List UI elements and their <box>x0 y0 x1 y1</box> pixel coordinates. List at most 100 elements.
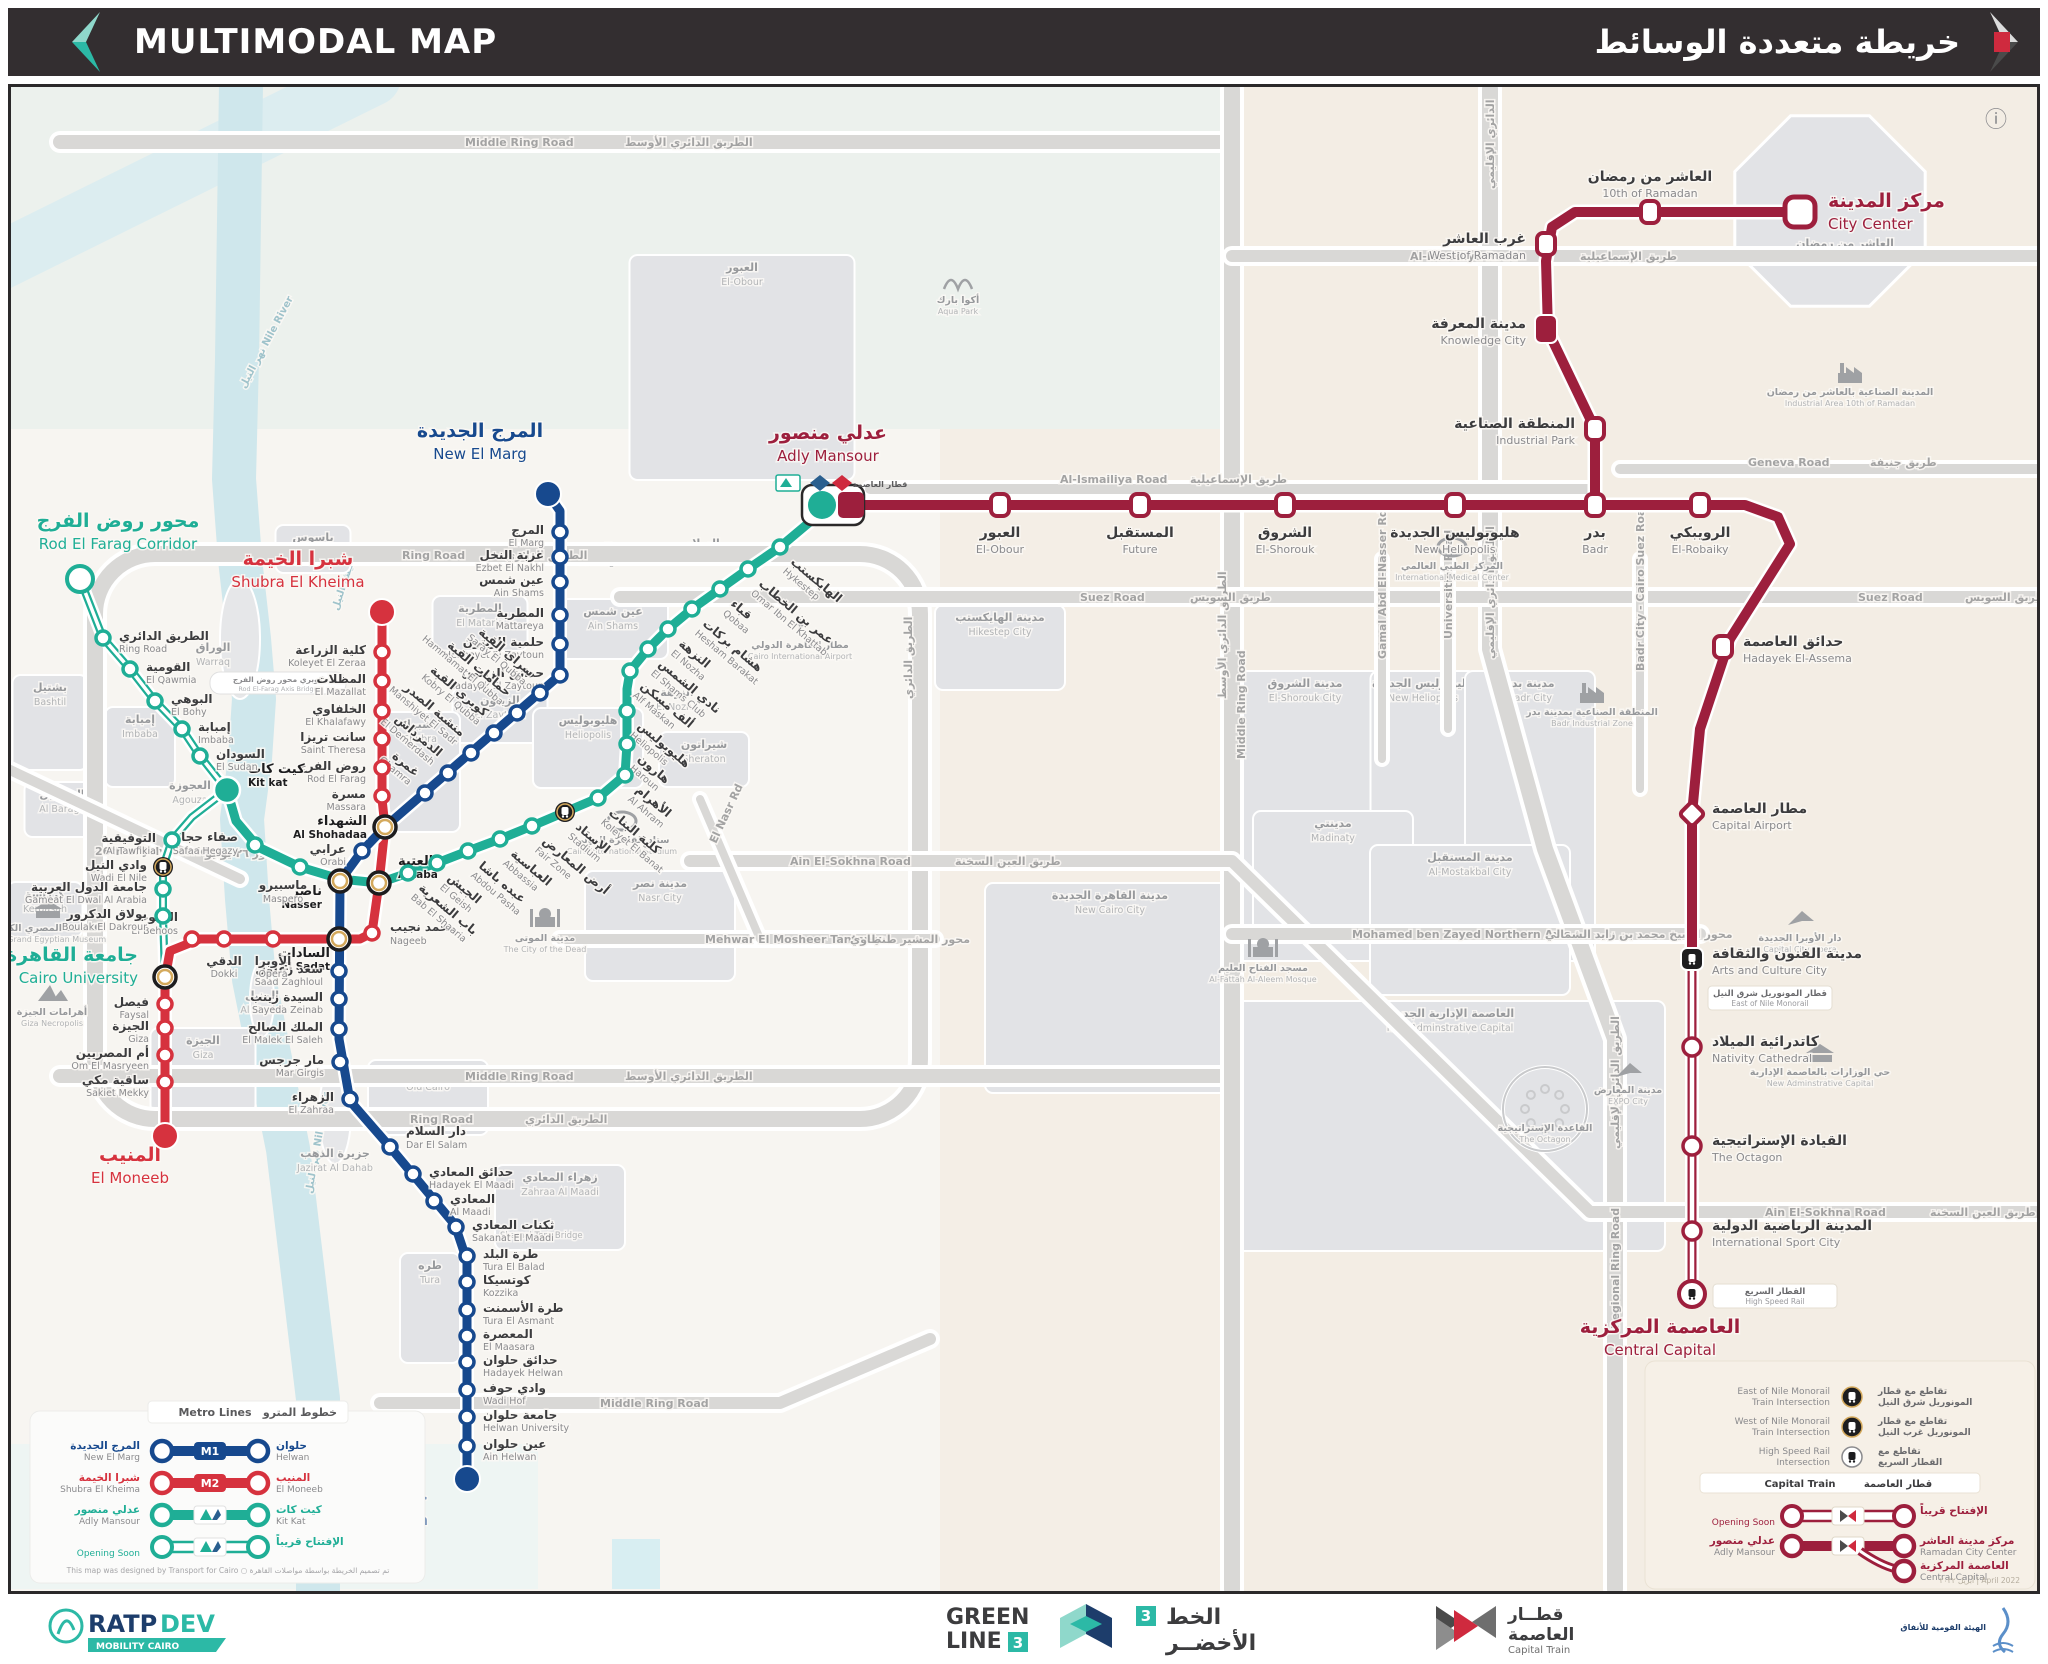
station-nativity-cathedral[interactable] <box>1681 1036 1703 1058</box>
station-helwan[interactable] <box>453 1465 481 1493</box>
station-badr[interactable] <box>1584 492 1606 518</box>
station-shubra-el-kheima[interactable] <box>368 598 396 626</box>
station-el-shams-club[interactable] <box>639 640 657 658</box>
station-cairo-university[interactable] <box>152 964 178 990</box>
station-kit-kat[interactable] <box>212 775 242 805</box>
station-nageeb[interactable] <box>363 924 381 942</box>
station-boulak-el-dakrour[interactable] <box>154 907 172 925</box>
station-el-maasara[interactable] <box>458 1327 476 1345</box>
station-el-zahraa[interactable] <box>341 1090 359 1108</box>
station-koleyet-el-banat[interactable] <box>589 789 607 807</box>
station-imbaba[interactable] <box>173 720 191 738</box>
station-new-heliopolis[interactable] <box>1444 492 1466 518</box>
station-mar-girgis[interactable] <box>331 1053 349 1071</box>
station-kozzika[interactable] <box>458 1273 476 1291</box>
station-adly-mansour[interactable] <box>800 483 866 527</box>
station-saint-theresa[interactable] <box>373 730 391 748</box>
station-manshiyet-el-sadr[interactable] <box>462 744 480 762</box>
station-the-octagon[interactable] <box>1681 1135 1703 1157</box>
station-el-robaiky[interactable] <box>1689 492 1711 518</box>
station-hammamat-el-qubba[interactable] <box>508 704 526 722</box>
station-stadium[interactable] <box>555 802 575 822</box>
station-wadi-el-nile[interactable] <box>153 857 173 877</box>
station-kobry-el-qubba[interactable] <box>485 724 503 742</box>
station-ain-helwan[interactable] <box>458 1437 476 1455</box>
station-el-obour[interactable] <box>989 492 1011 518</box>
station-nasser[interactable] <box>327 868 353 894</box>
station-el-malek-el-saleh[interactable] <box>330 1020 348 1038</box>
station-sakiet-mekky[interactable] <box>156 1073 174 1091</box>
station-el-marg[interactable] <box>551 523 569 541</box>
station-fair-zone[interactable] <box>523 817 541 835</box>
station-helwan-university[interactable] <box>458 1408 476 1426</box>
station-dokki[interactable] <box>215 930 233 948</box>
station-abbassia[interactable] <box>491 830 509 848</box>
station-el-geish[interactable] <box>428 854 446 872</box>
station-sakanat-el-maadi[interactable] <box>447 1218 465 1236</box>
station-gameat-el-dwal-al-arabia[interactable] <box>154 880 172 898</box>
station-ring-road[interactable] <box>94 629 112 647</box>
station-massara[interactable] <box>373 787 391 805</box>
station-el-khalafawy[interactable] <box>373 702 391 720</box>
station-el-shorouk[interactable] <box>1274 492 1296 518</box>
station-sayeda-zeinab[interactable] <box>330 990 348 1008</box>
station-ghamra[interactable] <box>416 784 434 802</box>
station-helmeyet-el-zaytoun[interactable] <box>551 635 569 653</box>
station-new-el-marg[interactable] <box>534 480 562 508</box>
station-hykestep[interactable] <box>771 538 789 556</box>
station-tura-el-balad[interactable] <box>458 1247 476 1265</box>
station-omar-ibn-el-khattab[interactable] <box>739 560 757 578</box>
station-haroun[interactable] <box>618 735 636 753</box>
station-bab-el-shaaria[interactable] <box>399 864 417 882</box>
station-el-demerdash[interactable] <box>439 764 457 782</box>
station-heliopolis[interactable] <box>618 702 636 720</box>
station-koleyet-el-zeraa[interactable] <box>373 643 391 661</box>
station-west-of-ramadan[interactable] <box>1535 231 1557 257</box>
station-el-mazallat[interactable] <box>373 672 391 690</box>
station-wadi-hof[interactable] <box>458 1381 476 1399</box>
station-hadayek-el-maadi[interactable] <box>404 1165 422 1183</box>
station-rod-el-farag-corridor[interactable] <box>65 564 95 594</box>
station-future[interactable] <box>1129 492 1151 518</box>
station-giza[interactable] <box>156 1019 174 1037</box>
station-arts-and-culture-city[interactable] <box>1680 947 1704 971</box>
station-el-qawmia[interactable] <box>121 660 139 678</box>
station-el-sadat[interactable] <box>326 926 352 952</box>
station-om-el-masryeen[interactable] <box>156 1046 174 1064</box>
station-maspero[interactable] <box>291 858 309 876</box>
station-rod-el-farag[interactable] <box>373 759 391 777</box>
station-el-nozha[interactable] <box>659 620 677 638</box>
station-industrial-park[interactable] <box>1584 416 1606 442</box>
station-city-center[interactable] <box>1782 194 1818 230</box>
station-10th-of-ramadan[interactable] <box>1639 199 1661 225</box>
station-ain-shams[interactable] <box>551 573 569 591</box>
station-el-moneeb[interactable] <box>151 1122 179 1150</box>
station-al-shohadaa[interactable] <box>372 814 398 840</box>
station-el-behoos[interactable] <box>183 930 201 948</box>
station-al-ahram[interactable] <box>616 766 634 784</box>
station-knowledge-city[interactable] <box>1534 314 1558 344</box>
station-alf-maskan[interactable] <box>621 662 639 680</box>
station-al-maadi[interactable] <box>425 1192 443 1210</box>
station-orabi[interactable] <box>353 842 371 860</box>
station-mattareya[interactable] <box>551 606 569 624</box>
station-saad-zaghloul[interactable] <box>330 962 348 980</box>
station-capital-airport[interactable] <box>1678 800 1706 828</box>
station-el-sudan[interactable] <box>191 747 209 765</box>
station-international-sport-city[interactable] <box>1681 1220 1703 1242</box>
station-al-tawfikia[interactable] <box>163 831 181 849</box>
station-el-bohy[interactable] <box>146 692 164 710</box>
station-faysal[interactable] <box>156 995 174 1013</box>
station-hadayek-el-zaytoun[interactable] <box>551 666 569 684</box>
station-attaba[interactable] <box>366 870 392 896</box>
station-tura-el-asmant[interactable] <box>458 1301 476 1319</box>
station-hesham-barakat[interactable] <box>683 600 701 618</box>
station-ezbet-el-nakhl[interactable] <box>551 548 569 566</box>
station-qobaa[interactable] <box>711 580 729 598</box>
station-hadayek-el-assema[interactable] <box>1712 634 1734 660</box>
station-central-capital[interactable] <box>1677 1279 1707 1309</box>
station-abdou-pasha[interactable] <box>459 842 477 860</box>
station-opera[interactable] <box>264 930 282 948</box>
station-dar-el-salam[interactable] <box>381 1138 399 1156</box>
station-safaa-hegazy[interactable] <box>246 836 264 854</box>
